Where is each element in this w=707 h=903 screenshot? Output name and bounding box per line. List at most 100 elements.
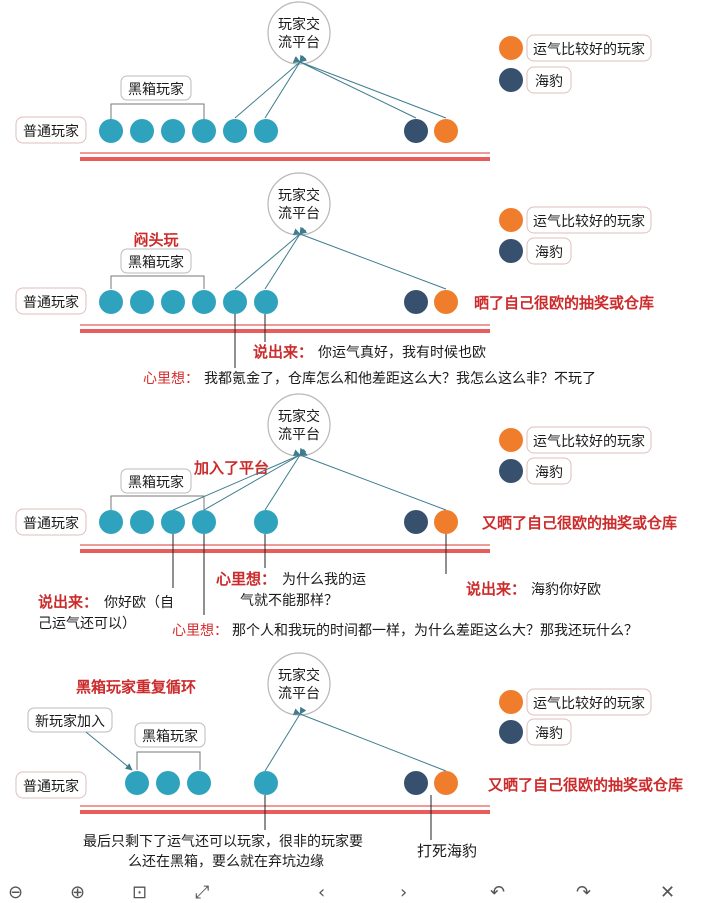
seal-player-dot: [404, 510, 428, 534]
rotate-right-icon[interactable]: ↷: [576, 882, 592, 903]
show-off-note: 又晒了自己很欧的抽奖或仓库: [488, 776, 683, 794]
blackbox-label: 黑箱玩家: [128, 254, 184, 271]
platform-node: [267, 652, 331, 716]
blackbox-bracket: [110, 275, 205, 289]
new-player-label: 新玩家加入: [35, 713, 105, 730]
seal-player-dot: [404, 771, 428, 795]
platform-label-line2: 流平台: [278, 686, 320, 702]
blackbox-label-box: [120, 75, 192, 101]
ordinary-player-dot: [192, 510, 216, 534]
arrow: [85, 731, 133, 771]
think2-text: 那个人和我玩的时间都一样，为什么差距这么大？那我还玩什么？: [232, 622, 638, 639]
think2-label: 心里想：: [172, 623, 228, 639]
legend-lucky-label: 运气比较好的玩家: [533, 41, 645, 58]
arrow: [203, 448, 308, 511]
lucky-player-dot: [434, 510, 458, 534]
zoom-out-icon[interactable]: ⊖: [8, 882, 24, 903]
bottom-summary-line1: 最后只剩下了运气还可以玩家，很非的玩家要: [83, 833, 363, 850]
ordinary-player-dot: [161, 510, 185, 534]
prev-icon[interactable]: ‹: [318, 882, 326, 903]
blackbox-bracket: [136, 751, 201, 770]
panel-4: 玩家交 流平台 运气比较好的玩家 海豹 黑箱玩家重复循环 新玩家加入 黑箱玩家 …: [15, 652, 683, 870]
legend-seal-box: [526, 66, 572, 94]
ordinary-player-dot: [99, 290, 123, 314]
legend-seal-box: [526, 718, 572, 746]
seal-player-dot: [404, 290, 428, 314]
arrow: [292, 228, 447, 290]
bottom-summary-line2: 么还在黑箱，要么就在弃坑边缘: [128, 854, 324, 870]
legend-lucky-label: 运气比较好的玩家: [533, 695, 645, 712]
joined-note: 加入了平台: [193, 459, 269, 477]
viewer-toolbar: [0, 880, 707, 900]
platform-label-line1: 玩家交: [278, 408, 320, 425]
say2-text: 海豹你好欧: [531, 582, 601, 598]
ordinary-label-box: [15, 287, 87, 315]
say1-line1: 你好欧（自: [104, 595, 174, 611]
ordinary-label-box: [15, 508, 87, 536]
show-off-note: 晒了自己很欧的抽奖或仓库: [474, 294, 654, 312]
ordinary-player-dot: [192, 290, 216, 314]
platform-node: [267, 1, 331, 65]
ordinary-player-dot: [254, 510, 278, 534]
legend-seal-box: [526, 457, 572, 485]
blackbox-label-box: [134, 722, 206, 748]
platform-label-line1: 玩家交: [278, 16, 320, 33]
fit-icon[interactable]: ⊡: [132, 882, 148, 903]
lucky-player-dot: [434, 119, 458, 143]
close-icon[interactable]: ✕: [660, 882, 676, 903]
legend-lucky-dot: [499, 428, 523, 452]
arrow: [234, 227, 308, 290]
seal-player-dot: [404, 119, 428, 143]
ordinary-player-dot: [161, 119, 185, 143]
legend-lucky-box: [526, 688, 652, 716]
ordinary-player-dot: [192, 119, 216, 143]
blackbox-label-box: [120, 468, 192, 494]
arrow: [172, 449, 308, 511]
ordinary-label: 普通玩家: [23, 778, 79, 795]
new-player-label-box: [27, 707, 113, 733]
legend-seal-label: 海豹: [535, 465, 563, 481]
legend-seal-box: [526, 237, 572, 265]
lucky-player-dot: [434, 771, 458, 795]
arrow: [292, 449, 447, 511]
think-text: 我都氪金了，仓库怎么和他差距这么大？我怎么这么非？不玩了: [204, 370, 596, 387]
platform-label-line2: 流平台: [278, 427, 320, 443]
ordinary-player-dot: [130, 510, 154, 534]
platform-label-line2: 流平台: [278, 35, 320, 51]
say1-label: 说出来：: [38, 593, 98, 611]
legend-seal-label: 海豹: [535, 245, 563, 261]
arrow: [292, 708, 447, 772]
legend-lucky-box: [526, 206, 652, 234]
legend-seal-label: 海豹: [535, 74, 563, 90]
zoom-in-icon[interactable]: ⊕: [70, 882, 86, 903]
say2-label: 说出来：: [466, 580, 526, 598]
arrow: [264, 447, 307, 511]
ordinary-player-dot: [130, 119, 154, 143]
legend-lucky-label: 运气比较好的玩家: [533, 433, 645, 450]
next-icon[interactable]: ›: [400, 882, 408, 903]
fullscreen-icon[interactable]: ⤢: [195, 882, 210, 903]
arrow: [292, 56, 447, 119]
silent-play-note: 闷头玩: [133, 231, 178, 249]
legend-seal-dot: [499, 239, 523, 263]
ordinary-player-dot: [99, 510, 123, 534]
arrow: [234, 55, 308, 119]
legend-seal-dot: [499, 459, 523, 483]
platform-label-line1: 玩家交: [278, 187, 320, 204]
say-label: 说出来：: [253, 343, 313, 361]
think1-line2: 气就不能那样？: [240, 593, 338, 609]
ordinary-player-dot: [99, 119, 123, 143]
arrow: [292, 56, 417, 119]
rotate-left-icon[interactable]: ↶: [490, 882, 506, 903]
ordinary-player-dot: [254, 290, 278, 314]
legend-seal-label: 海豹: [535, 726, 563, 742]
legend-lucky-box: [526, 34, 652, 62]
legend-lucky-dot: [499, 208, 523, 232]
platform-node: [267, 393, 331, 457]
blackbox-label: 黑箱玩家: [142, 728, 198, 745]
blackbox-label: 黑箱玩家: [128, 474, 184, 491]
ordinary-player-dot: [223, 119, 247, 143]
blackbox-bracket: [110, 103, 205, 120]
ordinary-label: 普通玩家: [23, 294, 79, 311]
